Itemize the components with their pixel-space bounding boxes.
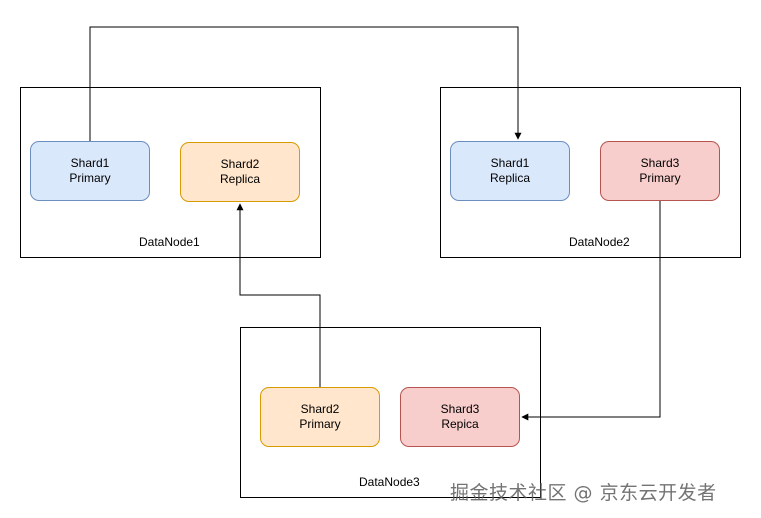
- shard2-replica-node1[interactable]: Shard2 Replica: [180, 142, 300, 202]
- shard2-primary-node3[interactable]: Shard2 Primary: [260, 387, 380, 447]
- shard1-replica-node2[interactable]: Shard1 Replica: [450, 141, 570, 201]
- datanode3-label: DataNode3: [359, 475, 420, 489]
- shard-role: Primary: [299, 417, 341, 431]
- shard-role: Primary: [639, 171, 681, 185]
- shard-role: Primary: [69, 171, 111, 185]
- shard1-primary-node1[interactable]: Shard1 Primary: [30, 141, 150, 201]
- shard-role: Repica: [441, 417, 479, 431]
- shard-role: Replica: [219, 172, 261, 186]
- shard-name: Shard1: [490, 156, 530, 170]
- shard-role: Replica: [489, 171, 531, 185]
- shard-name: Shard3: [440, 402, 480, 416]
- shard-name: Shard2: [300, 402, 340, 416]
- datanode2-label: DataNode2: [569, 235, 630, 249]
- shard3-primary-node2[interactable]: Shard3 Primary: [600, 141, 720, 201]
- shard-name: Shard2: [220, 157, 260, 171]
- watermark-text: 掘金技术社区 @ 京东云开发者: [450, 482, 717, 504]
- shard-name: Shard1: [70, 156, 110, 170]
- datanode1-label: DataNode1: [139, 235, 200, 249]
- shard3-replica-node3[interactable]: Shard3 Repica: [400, 387, 520, 447]
- shard-name: Shard3: [640, 156, 680, 170]
